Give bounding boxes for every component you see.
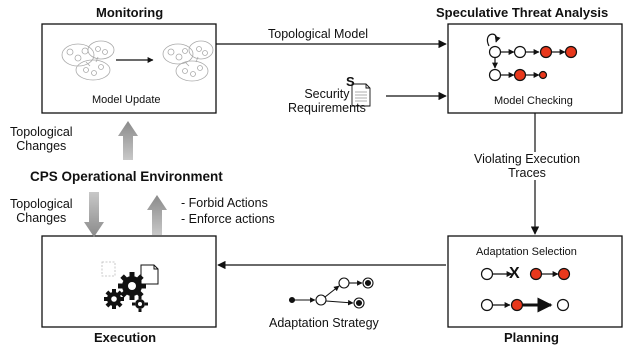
model-checking-state-graph — [486, 33, 578, 82]
model-update-caption: Model Update — [92, 94, 161, 106]
adaptation-selection-graph — [480, 267, 571, 313]
threat-analysis-box — [447, 23, 623, 114]
topological-changes-up-arrow — [118, 121, 138, 160]
security-requirements-label: Security Requirements — [288, 87, 366, 115]
topological-changes-down-label: Topological Changes — [10, 197, 73, 225]
monitoring-box — [41, 23, 217, 114]
topological-changes-down-arrow — [84, 192, 104, 237]
gears-icon — [101, 261, 159, 312]
topology-graph-before — [61, 40, 115, 81]
monitoring-title: Monitoring — [96, 5, 164, 20]
topological-changes-up-label: Topological Changes — [10, 125, 73, 153]
forbid-actions-label: - Forbid Actions — [181, 196, 268, 210]
planning-title: Planning — [504, 330, 559, 345]
enforce-actions-label: - Enforce actions — [181, 212, 275, 226]
document-icon — [351, 83, 371, 107]
adaptation-strategy-label: Adaptation Strategy — [269, 316, 379, 330]
blocked-transition-marker: X — [509, 265, 520, 282]
execution-title: Execution — [94, 330, 157, 345]
adaptation-strategy-graph — [288, 277, 374, 309]
topology-graph-after — [162, 40, 214, 82]
threat-analysis-title: Speculative Threat Analysis — [436, 5, 609, 20]
topological-model-label: Topological Model — [268, 27, 369, 41]
security-doc-letter: S — [346, 74, 355, 89]
planning-box — [447, 235, 623, 328]
forbid-enforce-up-arrow — [147, 195, 167, 235]
model-checking-caption: Model Checking — [494, 95, 573, 107]
adaptation-selection-caption: Adaptation Selection — [476, 246, 577, 258]
cps-environment-title: CPS Operational Environment — [30, 169, 223, 184]
violating-traces-label: Violating Execution Traces — [474, 152, 581, 180]
